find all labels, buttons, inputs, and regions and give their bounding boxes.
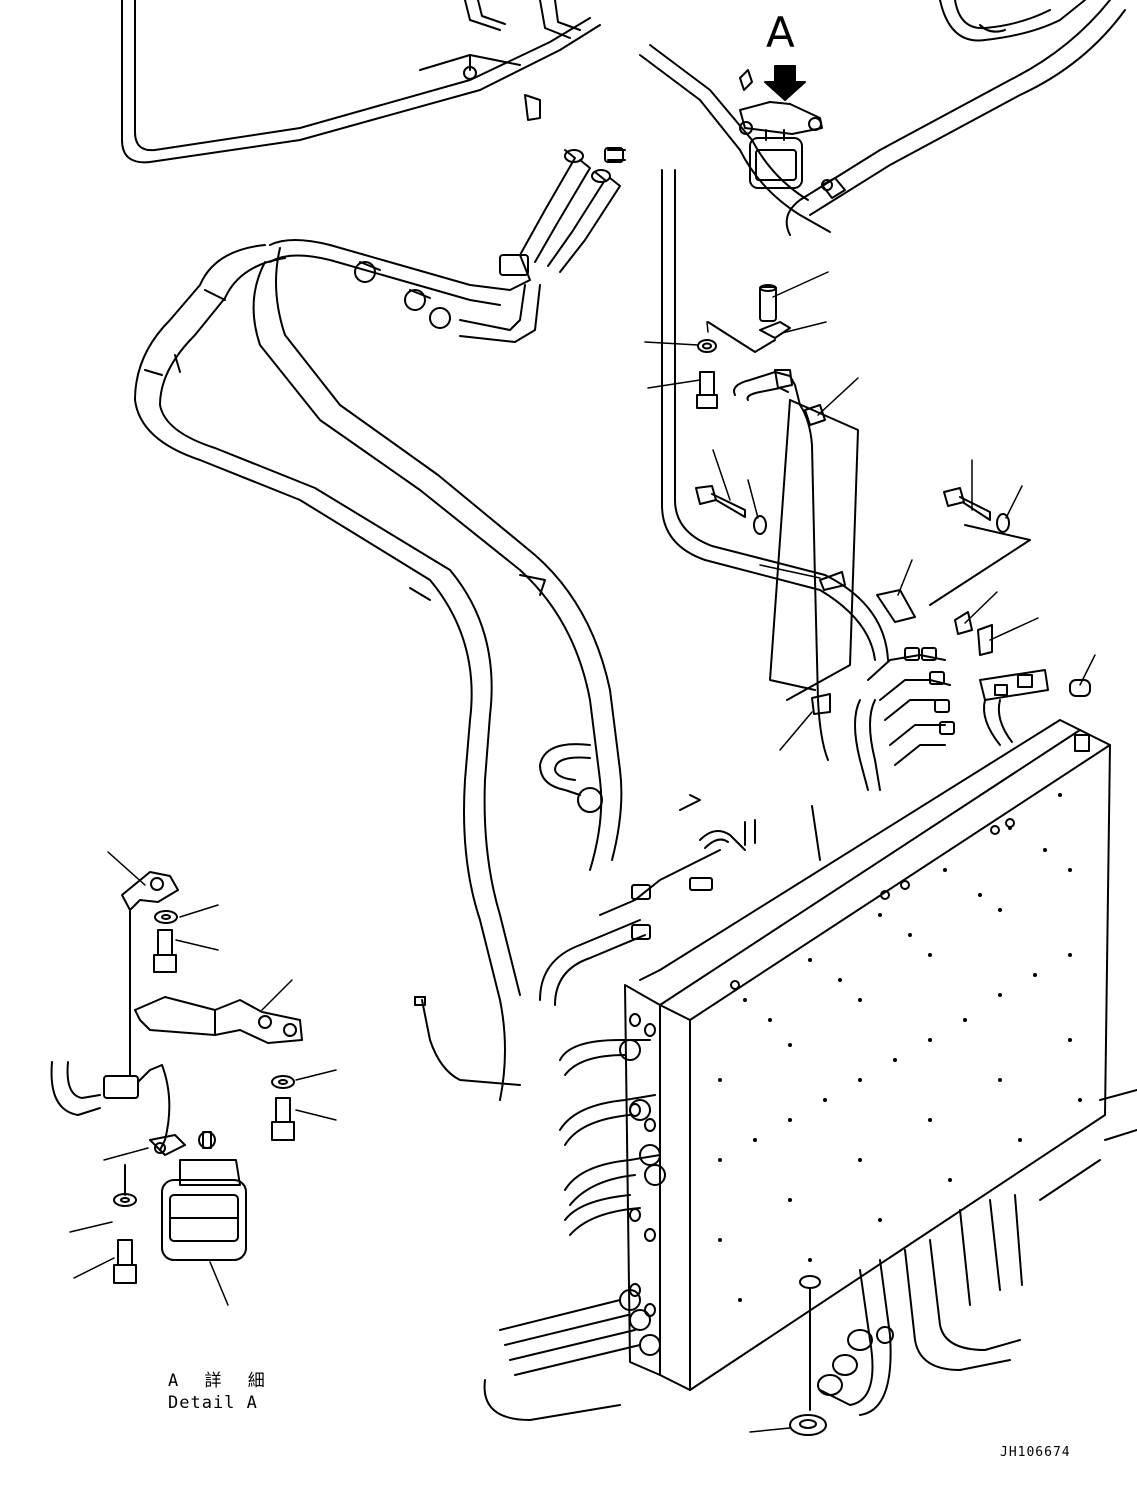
detail-a-exploded-view	[50, 871, 303, 1284]
upper-left-harness	[121, 0, 601, 164]
small-pigtail-connectors	[414, 794, 821, 1086]
main-controller-block	[624, 719, 1111, 1391]
hoses-into-block	[483, 919, 666, 1421]
upper-right-harness	[639, 0, 1126, 236]
hose-bundle-upper	[519, 147, 626, 273]
leader-lines	[69, 271, 1096, 1433]
view-a-marker	[764, 65, 806, 101]
detail-caption-japanese: A 詳 細	[168, 1371, 273, 1391]
block-dots	[718, 793, 1082, 1302]
bottom-hose-group	[789, 1089, 1137, 1436]
view-a-label: A	[766, 8, 795, 57]
connector-cluster	[854, 647, 1049, 791]
block-side-ports	[629, 1013, 656, 1317]
detail-caption-english: Detail A	[168, 1393, 258, 1413]
harness-branch-connectors	[269, 239, 541, 343]
block-studs	[730, 818, 1015, 990]
drawing-number: JH106674	[1000, 1445, 1071, 1460]
exploded-clamp-group	[696, 284, 859, 761]
harness-side-branch	[539, 743, 603, 813]
vertical-harness-mid	[661, 169, 889, 661]
main-harness	[134, 244, 623, 1101]
lamp-unit-installed	[739, 69, 846, 199]
exploded-bolts	[695, 485, 1091, 697]
